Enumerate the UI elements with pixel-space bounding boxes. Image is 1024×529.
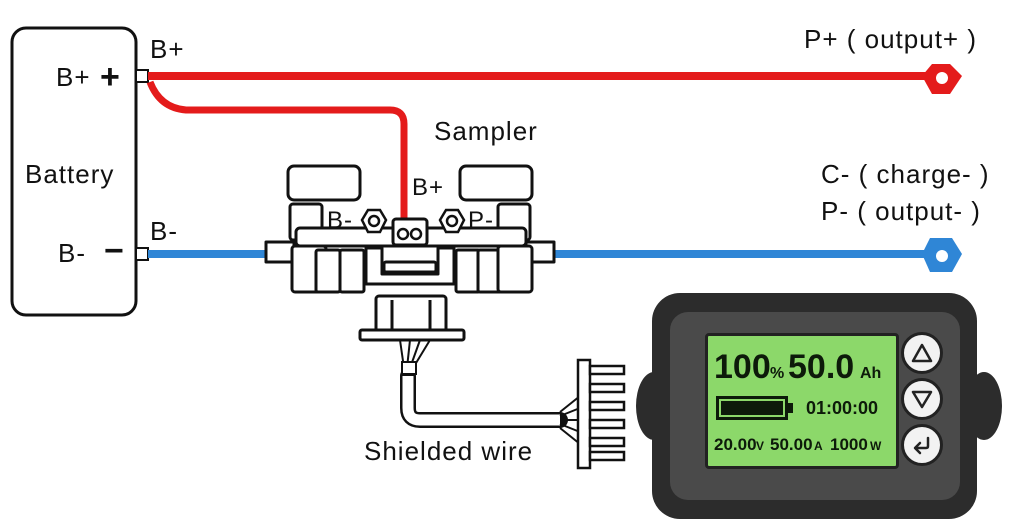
wire-bplus-label: B+ <box>150 34 185 64</box>
battery-title: Battery <box>25 159 115 189</box>
lcd-voltage: 20.00 <box>714 435 757 454</box>
battery-neg-label: B- <box>58 238 86 268</box>
sampler-bminus-label: B- <box>327 207 353 234</box>
meter-enter-button[interactable] <box>901 424 943 466</box>
sampler-bminus-hex-icon <box>360 208 388 234</box>
sampler-pin-right <box>409 227 423 241</box>
shielded-cable <box>400 368 568 428</box>
up-icon <box>911 343 933 363</box>
battery-neg-terminal <box>135 247 149 261</box>
sampler-shunt <box>264 164 556 342</box>
sampler-bplus-label: B+ <box>412 174 445 201</box>
lcd-current: 50.00 <box>770 435 813 454</box>
lcd-percent-unit: % <box>770 365 785 382</box>
enter-icon <box>913 436 930 455</box>
lcd-capacity: 50.0 <box>788 348 855 386</box>
meter-down-button[interactable] <box>901 378 943 420</box>
battery-plus-icon: + <box>100 58 120 96</box>
sampler-bplus-wire <box>146 80 408 228</box>
battery-minus-icon: − <box>104 232 124 270</box>
battery-box <box>10 26 138 317</box>
meter-up-button[interactable] <box>901 332 943 374</box>
battery-pos-label: B+ <box>56 62 91 92</box>
wire-bminus-label: B- <box>150 216 178 246</box>
cable-sleeve <box>401 361 417 375</box>
sampler-pminus-hex-icon <box>438 208 466 234</box>
battery-pos-terminal <box>135 69 149 83</box>
cable-fan-wires <box>399 339 581 445</box>
sampler-title: Sampler <box>434 116 538 146</box>
down-icon <box>911 390 933 409</box>
lcd-capacity-unit: Ah <box>860 365 882 382</box>
sampler-pin-left <box>396 227 410 241</box>
lcd-battery-tip-icon <box>788 403 793 413</box>
meter-connector <box>576 358 626 470</box>
output-cminus-label: C- ( charge- ) <box>821 159 990 189</box>
sampler-pminus-label: P- <box>468 207 494 234</box>
lcd-power: 1000 <box>830 435 868 454</box>
lcd-voltage-unit: V <box>756 439 765 453</box>
output-pminus-label: P- ( output- ) <box>821 196 981 226</box>
lcd-battery-icon <box>716 396 788 420</box>
lcd-current-unit: A <box>814 439 823 453</box>
shielded-wire-label: Shielded wire <box>364 436 534 466</box>
lcd-battery-fill <box>721 401 783 415</box>
output-pplus-label: P+ ( output+ ) <box>804 24 977 54</box>
lcd-percent: 100 <box>714 348 771 386</box>
lcd-power-unit: W <box>870 439 882 453</box>
meter-lcd: 100 % 50.0 Ah 01:00:00 20.00 V 50.00 A 1… <box>705 333 899 469</box>
lcd-time: 01:00:00 <box>806 398 879 418</box>
